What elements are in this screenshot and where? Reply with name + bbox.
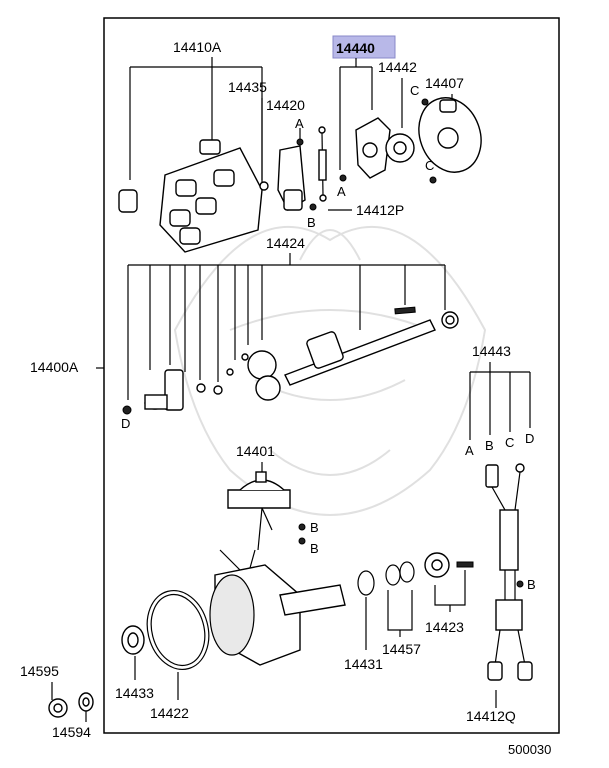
distributor-cap-part [118,139,263,253]
breaker-plate-part [418,97,482,173]
lead-wire-14412P [318,126,327,202]
label-14412Q[interactable]: 14412Q [466,708,516,724]
ref-D-14443: D [525,431,534,446]
figure-code: 500030 [508,742,551,757]
label-14401[interactable]: 14401 [236,443,275,459]
ref-A-14443: A [465,443,474,458]
diagram-frame [103,17,560,734]
ref-C-lower: C [425,158,434,173]
o-rings-part [357,561,415,596]
watermark-emblem [173,225,487,516]
rotor-part [277,145,306,211]
label-14424[interactable]: 14424 [266,235,305,251]
ref-B-lead: B [527,577,536,592]
label-14412P[interactable]: 14412P [356,202,404,218]
highlight-box-14440 [332,35,396,59]
label-14443[interactable]: 14443 [472,343,511,359]
nut-14595 [48,698,68,718]
governor-weights-part [226,350,281,401]
vacuum-advance-part [227,471,291,551]
ref-C-14443: C [505,435,514,450]
label-14431[interactable]: 14431 [344,656,383,672]
housing-part [209,549,346,666]
pickup-coil-part [355,117,391,179]
label-14423[interactable]: 14423 [425,619,464,635]
lead-wire-14412Q [485,463,533,681]
ref-B-vac1: B [310,520,319,535]
ref-B-top: B [307,215,316,230]
ref-A-rotor: A [295,116,304,131]
ref-C-upper: C [410,83,419,98]
label-14440[interactable]: 14440 [336,40,375,56]
label-14442[interactable]: 14442 [378,59,417,75]
label-14410A[interactable]: 14410A [173,39,222,55]
ref-B-vac2: B [310,541,319,556]
ref-A-14440: A [337,184,346,199]
gasket-14422 [146,589,210,671]
label-14457[interactable]: 14457 [382,641,421,657]
washer-14594 [78,692,94,712]
label-14594[interactable]: 14594 [52,724,91,740]
label-14422[interactable]: 14422 [150,705,189,721]
label-14420[interactable]: 14420 [266,97,305,113]
gear-14423 [424,552,474,578]
label-14400A[interactable]: 14400A [30,359,79,375]
label-14433[interactable]: 14433 [115,685,154,701]
label-14407[interactable]: 14407 [425,75,464,91]
label-14595[interactable]: 14595 [20,663,59,679]
drive-coupling-part [144,369,184,411]
reluctor-part [385,133,415,163]
label-14435[interactable]: 14435 [228,79,267,95]
ref-B-14443: B [485,438,494,453]
oil-seal-14433 [121,625,145,655]
ref-D-shaft: D [121,416,130,431]
governor-shaft-part [284,306,459,386]
